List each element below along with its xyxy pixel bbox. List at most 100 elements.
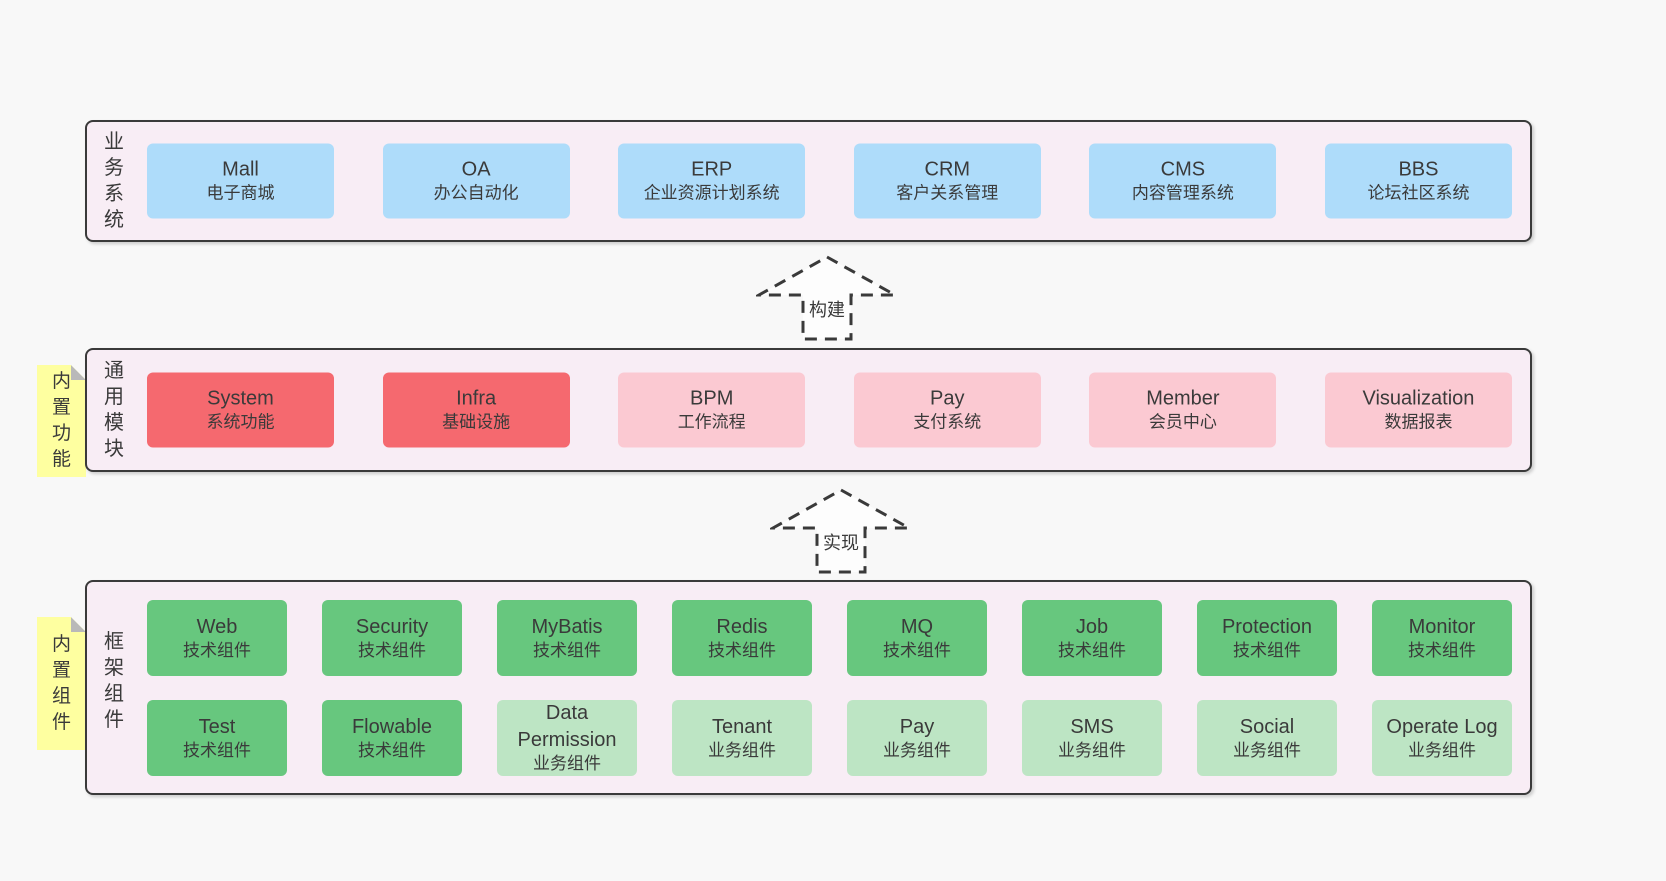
box-visualization: Visualization 数据报表 [1324, 372, 1512, 448]
box-subtitle: 技术组件 [183, 740, 251, 760]
folded-corner-icon [71, 365, 86, 380]
box-subtitle: 技术组件 [533, 640, 601, 660]
box-title: SMS [1070, 715, 1114, 738]
box-subtitle: 系统功能 [206, 412, 275, 432]
box-title: Web [196, 615, 238, 638]
sticky-note-label: 内置功能 [51, 371, 71, 470]
box-title: Job [1075, 615, 1109, 638]
box-title: Mall [222, 158, 259, 181]
sticky-note-label: 内置组件 [51, 633, 71, 733]
box-title: Redis [716, 615, 768, 638]
box-title: Social [1239, 715, 1295, 738]
modules-box-row: System 系统功能 Infra 基础设施 BPM 工作流程 Pay 支付系统… [147, 372, 1512, 448]
box-subtitle: 内容管理系统 [1131, 183, 1234, 203]
box-title: Visualization [1362, 387, 1475, 410]
box-protection: Protection 技术组件 [1197, 600, 1337, 676]
box-flowable: Flowable 技术组件 [322, 700, 462, 776]
box-title: Monitor [1408, 615, 1476, 638]
box-subtitle: 企业资源计划系统 [643, 183, 780, 203]
framework-row-1: Web 技术组件 Security 技术组件 MyBatis 技术组件 Redi… [147, 600, 1512, 676]
box-title: Security [355, 615, 429, 638]
box-subtitle: 技术组件 [883, 640, 951, 660]
box-security: Security 技术组件 [322, 600, 462, 676]
box-crm: CRM 客户关系管理 [853, 143, 1041, 219]
box-subtitle: 业务组件 [1408, 740, 1476, 760]
box-title: Operate Log [1386, 715, 1498, 738]
box-member: Member 会员中心 [1089, 372, 1277, 448]
box-subtitle: 技术组件 [358, 640, 426, 660]
box-bpm: BPM 工作流程 [618, 372, 806, 448]
box-title: Flowable [351, 715, 433, 738]
arrow-build-label: 构建 [809, 300, 845, 320]
box-subtitle: 客户关系管理 [896, 183, 999, 203]
box-test: Test 技术组件 [147, 700, 287, 776]
box-pay-system: Pay 支付系统 [853, 372, 1041, 448]
box-title: MQ [900, 615, 934, 638]
box-subtitle: 数据报表 [1384, 412, 1453, 432]
box-title: BBS [1398, 158, 1439, 181]
box-subtitle: 技术组件 [1408, 640, 1476, 660]
box-subtitle: 会员中心 [1148, 412, 1217, 432]
box-subtitle: 基础设施 [442, 412, 511, 432]
box-job: Job 技术组件 [1022, 600, 1162, 676]
box-title: ERP [691, 158, 733, 181]
box-bbs: BBS 论坛社区系统 [1324, 143, 1512, 219]
box-title: Pay [930, 387, 965, 410]
box-web: Web 技术组件 [147, 600, 287, 676]
sticky-note-builtin-components: 内置组件 [37, 617, 86, 750]
panel-business-systems: 业务系统 Mall 电子商城 OA 办公自动化 ERP 企业资源计划系统 CRM… [85, 120, 1532, 242]
box-mall: Mall 电子商城 [147, 143, 334, 219]
box-oa: OA 办公自动化 [382, 143, 570, 219]
box-title: System [207, 387, 274, 410]
box-system: System 系统功能 [147, 372, 334, 448]
box-title: CMS [1160, 158, 1206, 181]
box-subtitle: 业务组件 [533, 754, 601, 774]
box-subtitle: 电子商城 [206, 183, 275, 203]
box-subtitle: 技术组件 [1233, 640, 1301, 660]
box-title: Pay [899, 715, 935, 738]
box-subtitle: 办公自动化 [433, 183, 519, 203]
box-title: Member [1146, 387, 1220, 410]
box-subtitle: 业务组件 [708, 740, 776, 760]
up-block-arrow-icon: 构建 [753, 255, 901, 341]
box-subtitle: 论坛社区系统 [1367, 183, 1470, 203]
layer-label-business: 业务系统 [104, 131, 124, 231]
sticky-note-builtin-functions: 内置功能 [37, 365, 86, 477]
box-operate-log: Operate Log 业务组件 [1372, 700, 1512, 776]
box-erp: ERP 企业资源计划系统 [618, 143, 806, 219]
box-subtitle: 技术组件 [358, 740, 426, 760]
box-subtitle: 技术组件 [708, 640, 776, 660]
box-mq: MQ 技术组件 [847, 600, 987, 676]
box-title: Protection [1221, 615, 1313, 638]
panel-common-modules: 通用模块 System 系统功能 Infra 基础设施 BPM 工作流程 Pay… [85, 348, 1532, 472]
box-social: Social 业务组件 [1197, 700, 1337, 776]
box-sms: SMS 业务组件 [1022, 700, 1162, 776]
panel-framework-components: 框架组件 Web 技术组件 Security 技术组件 MyBatis 技术组件… [85, 580, 1532, 795]
folded-corner-icon [71, 617, 86, 632]
box-title: OA [461, 158, 491, 181]
arrow-implement: 实现 [767, 487, 915, 580]
box-subtitle: 工作流程 [677, 412, 746, 432]
framework-rows: Web 技术组件 Security 技术组件 MyBatis 技术组件 Redi… [147, 600, 1512, 776]
box-infra: Infra 基础设施 [382, 372, 570, 448]
box-data-permission: Data Permission 业务组件 [497, 700, 637, 776]
box-subtitle: 业务组件 [1233, 740, 1301, 760]
box-title: BPM [690, 387, 734, 410]
box-tenant: Tenant 业务组件 [672, 700, 812, 776]
box-title: Infra [456, 387, 497, 410]
box-subtitle: 业务组件 [1058, 740, 1126, 760]
business-box-row: Mall 电子商城 OA 办公自动化 ERP 企业资源计划系统 CRM 客户关系… [147, 143, 1512, 219]
arrow-implement-label: 实现 [823, 533, 859, 553]
box-subtitle: 支付系统 [913, 412, 982, 432]
box-subtitle: 业务组件 [883, 740, 951, 760]
up-block-arrow-icon: 实现 [767, 488, 915, 574]
box-subtitle: 技术组件 [183, 640, 251, 660]
box-mybatis: MyBatis 技术组件 [497, 600, 637, 676]
box-cms: CMS 内容管理系统 [1089, 143, 1277, 219]
arrow-build: 构建 [753, 254, 901, 347]
box-title: Data Permission [517, 702, 617, 751]
framework-row-2: Test 技术组件 Flowable 技术组件 Data Permission … [147, 700, 1512, 776]
box-title: CRM [924, 158, 971, 181]
box-monitor: Monitor 技术组件 [1372, 600, 1512, 676]
